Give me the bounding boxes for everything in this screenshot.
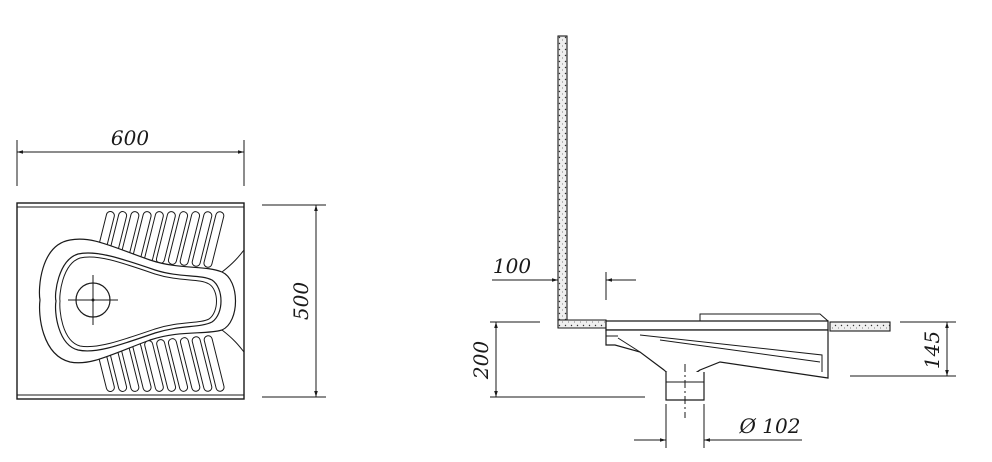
- plan-outlet: [68, 275, 118, 325]
- outlet-diameter-dimension: Ø 102: [634, 404, 802, 448]
- floor-depth-label: 200: [469, 341, 493, 380]
- floor-slab-right: [829, 321, 891, 332]
- wall-thickness-dimension: 100: [492, 254, 636, 300]
- plan-view: 600 500: [16, 126, 326, 400]
- section-view: 100 200 145 Ø 102: [469, 35, 956, 448]
- plan-width-dimension: 600: [16, 126, 245, 186]
- pan-inner: [54, 252, 222, 352]
- pan-rim: [38, 238, 237, 364]
- plan-depth-dimension: 500: [262, 204, 326, 398]
- top-foot-grooves: [97, 211, 225, 268]
- plan-depth-label: 500: [289, 282, 313, 320]
- pan-section: [605, 313, 829, 401]
- pan-height-dimension: 145: [850, 321, 956, 377]
- wall-thickness-label: 100: [493, 254, 531, 278]
- outlet-diameter-label: Ø 102: [739, 414, 801, 438]
- plan-width-label: 600: [111, 126, 149, 150]
- floor-slab-left: [557, 319, 607, 329]
- floor-depth-dimension: 200: [469, 321, 645, 398]
- pan-height-label: 145: [920, 331, 944, 369]
- plan-outline: [16, 202, 245, 400]
- wall-section: [557, 35, 568, 321]
